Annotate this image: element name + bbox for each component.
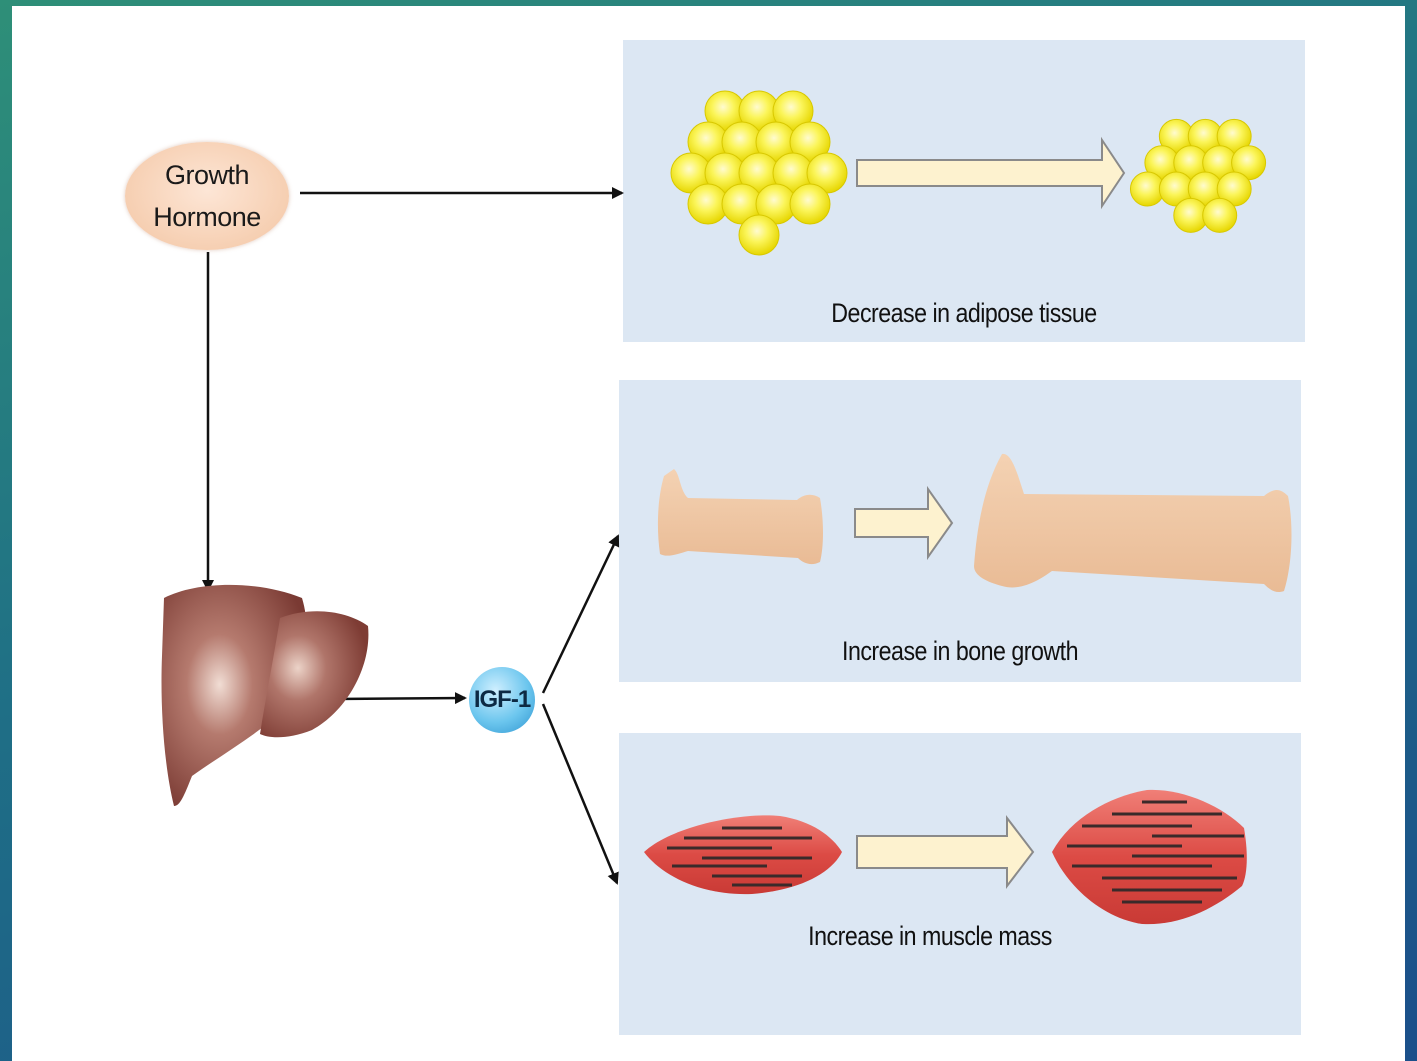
igf-to-muscle-arrow	[543, 704, 617, 883]
fat-cell	[790, 184, 830, 224]
transform-arrow-adipose	[857, 140, 1124, 206]
fat-cell	[1203, 198, 1237, 232]
igf-to-bone-arrow	[543, 536, 618, 693]
muscle-small-icon	[644, 815, 842, 894]
fat-cell	[739, 215, 779, 255]
diagram-graphics	[12, 6, 1405, 1061]
transform-arrow-bone	[855, 489, 952, 557]
fat-cells-small-icon	[1130, 119, 1265, 232]
bone-small-icon	[658, 469, 823, 564]
slide-canvas: Decrease in adipose tissue Increase in b…	[12, 6, 1405, 1061]
bone-large-icon	[974, 454, 1291, 592]
fat-cells-large-icon	[671, 91, 847, 255]
liver-to-igf-arrow	[334, 698, 465, 699]
transform-arrow-muscle	[857, 818, 1033, 886]
liver-icon	[162, 585, 369, 806]
muscle-large-icon	[1052, 790, 1247, 924]
